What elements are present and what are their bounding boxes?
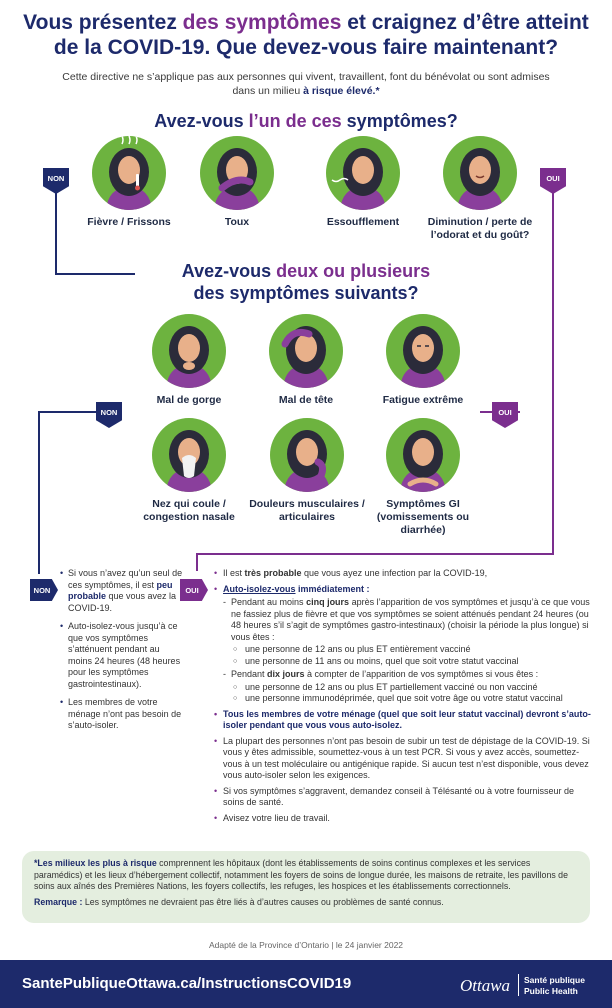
flow-line-non-2h	[38, 411, 122, 413]
fever-icon	[92, 136, 166, 210]
non-instructions: Si vous n’avez qu’un seul de ces symptôm…	[60, 568, 184, 739]
footer-bar: SantePubliqueOttawa.ca/InstructionsCOVID…	[0, 960, 612, 1008]
symptom-loss-of-smell: Diminution / perte de l’odorat et du goû…	[420, 136, 540, 242]
page-title: Vous présentez des symptômes et craignez…	[23, 11, 589, 59]
oui-item-6: Avisez votre lieu de travail.	[214, 813, 594, 825]
symptom-headache: Mal de tête	[254, 314, 358, 407]
symptom-gi: Symptômes GI (vomissements ou diarrhée)	[368, 418, 478, 537]
oui-sub-2-c1: une personne de 12 ans ou plus ET partie…	[231, 682, 594, 694]
symptom-sore-throat: Mal de gorge	[137, 314, 241, 407]
oui-sub-1-c2: une personne de 11 ans ou moins, quel qu…	[231, 656, 594, 668]
symptom-muscle-pain: Douleurs musculaires / articulaires	[248, 418, 366, 524]
runny-nose-icon	[152, 418, 226, 492]
footnote-box: *Les milieux les plus à risque comprenne…	[22, 851, 590, 923]
badge-oui-2: OUI	[492, 402, 518, 428]
badge-non-1: NON	[43, 168, 69, 194]
shortness-of-breath-icon	[326, 136, 400, 210]
symptom-shortness-of-breath: Essoufflement	[311, 136, 415, 229]
flow-line-non-1	[55, 190, 57, 274]
oui-instructions: Il est très probable que vous ayez une i…	[214, 568, 594, 828]
badge-non-3: NON	[30, 579, 58, 601]
oui-sub-1: Pendant au moins cinq jours après l’appa…	[223, 597, 594, 667]
non-item-3: Les membres de votre ménage n’ont pas be…	[60, 697, 184, 732]
footer-url-link[interactable]: SantePubliqueOttawa.ca/InstructionsCOVID…	[22, 975, 352, 992]
oui-sub-2-c2: une personne immunodéprimée, quel que so…	[231, 693, 594, 705]
oui-sub-1-c1: une personne de 12 ans ou plus ET entièr…	[231, 644, 594, 656]
question-one-symptom: Avez-vous l’un de ces symptômes?	[154, 111, 458, 131]
symptom-fatigue: Fatigue extrême	[371, 314, 475, 407]
oui-item-5: Si vos symptômes s’aggravent, demandez c…	[214, 786, 594, 809]
fatigue-icon	[386, 314, 460, 388]
badge-oui-1: OUI	[540, 168, 566, 194]
oui-sub-2: Pendant dix jours à compter de l’apparit…	[223, 669, 594, 705]
flow-line-oui-1v	[196, 553, 198, 571]
muscle-pain-icon	[270, 418, 344, 492]
footnote-remark: Remarque : Les symptômes ne devraient pa…	[34, 896, 444, 907]
cough-icon	[200, 136, 274, 210]
flow-line-oui-1h	[196, 553, 554, 555]
badge-non-2: NON	[96, 402, 122, 428]
non-item-2: Auto-isolez-vous jusqu’à ce que vos symp…	[60, 621, 184, 690]
oui-item-1: Il est très probable que vous ayez une i…	[214, 568, 594, 580]
oui-item-4: La plupart des personnes n’ont pas besoi…	[214, 736, 594, 782]
logo-divider	[518, 974, 519, 996]
non-item-1: Si vous n’avez qu’un seul de ces symptôm…	[60, 568, 184, 614]
symptom-cough: Toux	[185, 136, 289, 229]
flow-line-non-2	[38, 412, 40, 574]
symptom-runny-nose: Nez qui coule / congestion nasale	[130, 418, 248, 524]
oui-item-2: Auto-isolez-vous immédiatement : Pendant…	[214, 584, 594, 705]
sore-throat-icon	[152, 314, 226, 388]
ottawa-logo: Ottawa Santé publique Public Health	[460, 974, 585, 996]
oui-item-3: Tous les membres de votre ménage (quel q…	[214, 709, 594, 732]
gi-symptoms-icon	[386, 418, 460, 492]
symptom-fever: Fièvre / Frissons	[77, 136, 181, 229]
flow-line-oui-1	[552, 190, 554, 554]
flow-line-non-1h	[55, 273, 135, 275]
intro-text: Cette directive ne s’applique pas aux pe…	[62, 71, 550, 97]
adapted-credit: Adapté de la Province d’Ontario | le 24 …	[208, 940, 404, 950]
headache-icon	[269, 314, 343, 388]
footnote-high-risk: *Les milieux les plus à risque comprenne…	[34, 858, 568, 891]
badge-oui-3: OUI	[180, 579, 208, 601]
loss-of-smell-icon	[443, 136, 517, 210]
